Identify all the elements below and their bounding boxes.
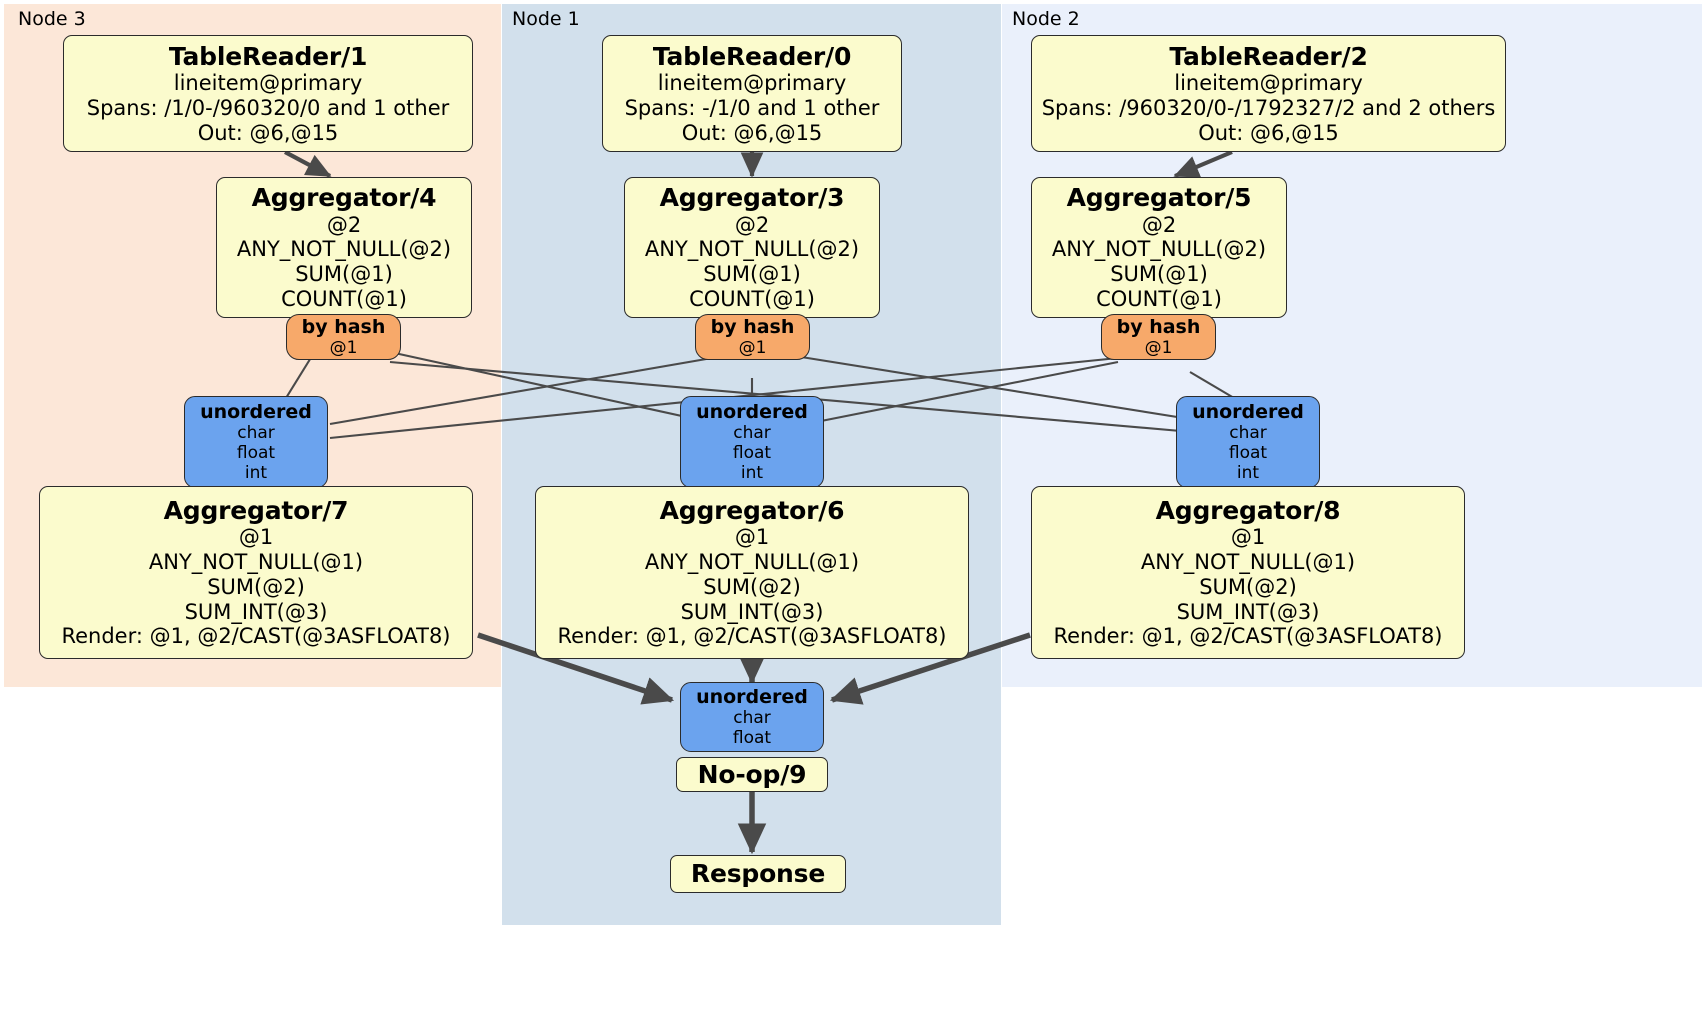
node-detail-line: SUM(@2) bbox=[1199, 574, 1297, 599]
node-detail-line: int bbox=[1236, 463, 1260, 484]
node-detail-line: char bbox=[237, 423, 275, 444]
node-noop-9[interactable]: No-op/9 bbox=[676, 757, 828, 792]
node-router-by-hash-center[interactable]: by hash @1 bbox=[695, 314, 810, 360]
node-detail-line: int bbox=[244, 463, 268, 484]
node-title: Response bbox=[690, 859, 826, 889]
node-detail-line: float bbox=[732, 728, 772, 749]
node-title: No-op/9 bbox=[697, 759, 807, 789]
node-tablereader-1[interactable]: TableReader/1 lineitem@primary Spans: /1… bbox=[63, 35, 473, 152]
node-aggregator-6[interactable]: Aggregator/6 @1 ANY_NOT_NULL(@1) SUM(@2)… bbox=[535, 486, 969, 659]
node-synchronizer-unordered-final[interactable]: unordered char float bbox=[680, 682, 824, 752]
node-detail-line: lineitem@primary bbox=[173, 71, 363, 96]
node-detail-line: float bbox=[1228, 443, 1268, 464]
node-detail-line: SUM_INT(@3) bbox=[1176, 599, 1320, 624]
node-detail-line: lineitem@primary bbox=[657, 71, 847, 96]
node-aggregator-4[interactable]: Aggregator/4 @2 ANY_NOT_NULL(@2) SUM(@1)… bbox=[216, 177, 472, 318]
node-detail-line: Spans: /1/0-/960320/0 and 1 other bbox=[86, 95, 450, 120]
node-detail-line: Render: @1, @2/CAST(@3ASFLOAT8) bbox=[61, 624, 451, 649]
cluster-label-node3: Node 3 bbox=[18, 8, 86, 30]
node-detail-line: ANY_NOT_NULL(@2) bbox=[236, 237, 452, 262]
node-detail-line: char bbox=[1229, 423, 1267, 444]
node-detail-line: SUM(@2) bbox=[703, 574, 801, 599]
node-detail-line: Spans: /960320/0-/1792327/2 and 2 others bbox=[1041, 95, 1496, 120]
node-title: by hash bbox=[710, 315, 795, 338]
node-detail-line: Out: @6,@15 bbox=[1198, 120, 1339, 145]
node-detail-line: COUNT(@1) bbox=[281, 287, 407, 312]
node-detail-line: @2 bbox=[1141, 212, 1177, 237]
node-detail-line: SUM(@2) bbox=[207, 574, 305, 599]
node-detail-line: int bbox=[740, 463, 764, 484]
node-detail-line: SUM(@1) bbox=[1110, 262, 1208, 287]
node-title: by hash bbox=[1116, 315, 1201, 338]
node-detail-line: @1 bbox=[329, 338, 358, 359]
node-detail-line: ANY_NOT_NULL(@2) bbox=[1051, 237, 1267, 262]
node-router-by-hash-right[interactable]: by hash @1 bbox=[1101, 314, 1216, 360]
node-aggregator-5[interactable]: Aggregator/5 @2 ANY_NOT_NULL(@2) SUM(@1)… bbox=[1031, 177, 1287, 318]
node-title: by hash bbox=[301, 315, 386, 338]
node-detail-line: COUNT(@1) bbox=[1096, 287, 1222, 312]
node-title: Aggregator/4 bbox=[251, 183, 437, 213]
node-title: TableReader/0 bbox=[652, 41, 852, 71]
cluster-label-node1: Node 1 bbox=[512, 8, 580, 30]
node-title: Aggregator/6 bbox=[659, 495, 845, 525]
node-detail-line: SUM_INT(@3) bbox=[184, 599, 328, 624]
node-detail-line: ANY_NOT_NULL(@1) bbox=[148, 550, 364, 575]
node-detail-line: SUM_INT(@3) bbox=[680, 599, 824, 624]
node-title: unordered bbox=[200, 400, 312, 423]
node-title: unordered bbox=[696, 685, 808, 708]
node-title: unordered bbox=[1192, 400, 1304, 423]
node-detail-line: @1 bbox=[238, 525, 274, 550]
node-title: TableReader/1 bbox=[168, 41, 368, 71]
node-synchronizer-unordered-right[interactable]: unordered char float int bbox=[1176, 396, 1320, 488]
node-detail-line: Render: @1, @2/CAST(@3ASFLOAT8) bbox=[1053, 624, 1443, 649]
node-detail-line: SUM(@1) bbox=[703, 262, 801, 287]
node-detail-line: @1 bbox=[1230, 525, 1266, 550]
node-aggregator-8[interactable]: Aggregator/8 @1 ANY_NOT_NULL(@1) SUM(@2)… bbox=[1031, 486, 1465, 659]
node-title: Aggregator/7 bbox=[163, 495, 349, 525]
node-detail-line: ANY_NOT_NULL(@2) bbox=[644, 237, 860, 262]
node-detail-line: char bbox=[733, 423, 771, 444]
node-synchronizer-unordered-left[interactable]: unordered char float int bbox=[184, 396, 328, 488]
node-detail-line: char bbox=[733, 708, 771, 729]
node-tablereader-2[interactable]: TableReader/2 lineitem@primary Spans: /9… bbox=[1031, 35, 1506, 152]
node-response[interactable]: Response bbox=[670, 855, 846, 893]
node-title: Aggregator/3 bbox=[659, 183, 845, 213]
node-detail-line: @1 bbox=[1144, 338, 1173, 359]
cluster-label-node2: Node 2 bbox=[1012, 8, 1080, 30]
node-detail-line: SUM(@1) bbox=[295, 262, 393, 287]
node-detail-line: lineitem@primary bbox=[1174, 71, 1363, 96]
node-aggregator-3[interactable]: Aggregator/3 @2 ANY_NOT_NULL(@2) SUM(@1)… bbox=[624, 177, 880, 318]
node-title: Aggregator/8 bbox=[1155, 495, 1341, 525]
node-detail-line: @1 bbox=[738, 338, 767, 359]
node-detail-line: @2 bbox=[734, 212, 770, 237]
node-detail-line: Spans: -/1/0 and 1 other bbox=[624, 95, 880, 120]
node-title: TableReader/2 bbox=[1169, 41, 1368, 71]
node-detail-line: Render: @1, @2/CAST(@3ASFLOAT8) bbox=[557, 624, 947, 649]
node-detail-line: ANY_NOT_NULL(@1) bbox=[644, 550, 860, 575]
node-detail-line: float bbox=[732, 443, 772, 464]
node-detail-line: float bbox=[236, 443, 276, 464]
node-aggregator-7[interactable]: Aggregator/7 @1 ANY_NOT_NULL(@1) SUM(@2)… bbox=[39, 486, 473, 659]
node-detail-line: @2 bbox=[326, 212, 362, 237]
node-detail-line: Out: @6,@15 bbox=[197, 120, 339, 145]
node-title: unordered bbox=[696, 400, 808, 423]
node-detail-line: @1 bbox=[734, 525, 770, 550]
node-detail-line: ANY_NOT_NULL(@1) bbox=[1140, 550, 1356, 575]
node-title: Aggregator/5 bbox=[1066, 183, 1252, 213]
node-synchronizer-unordered-center[interactable]: unordered char float int bbox=[680, 396, 824, 488]
node-detail-line: Out: @6,@15 bbox=[681, 120, 823, 145]
node-detail-line: COUNT(@1) bbox=[689, 287, 815, 312]
node-router-by-hash-left[interactable]: by hash @1 bbox=[286, 314, 401, 360]
node-tablereader-0[interactable]: TableReader/0 lineitem@primary Spans: -/… bbox=[602, 35, 902, 152]
